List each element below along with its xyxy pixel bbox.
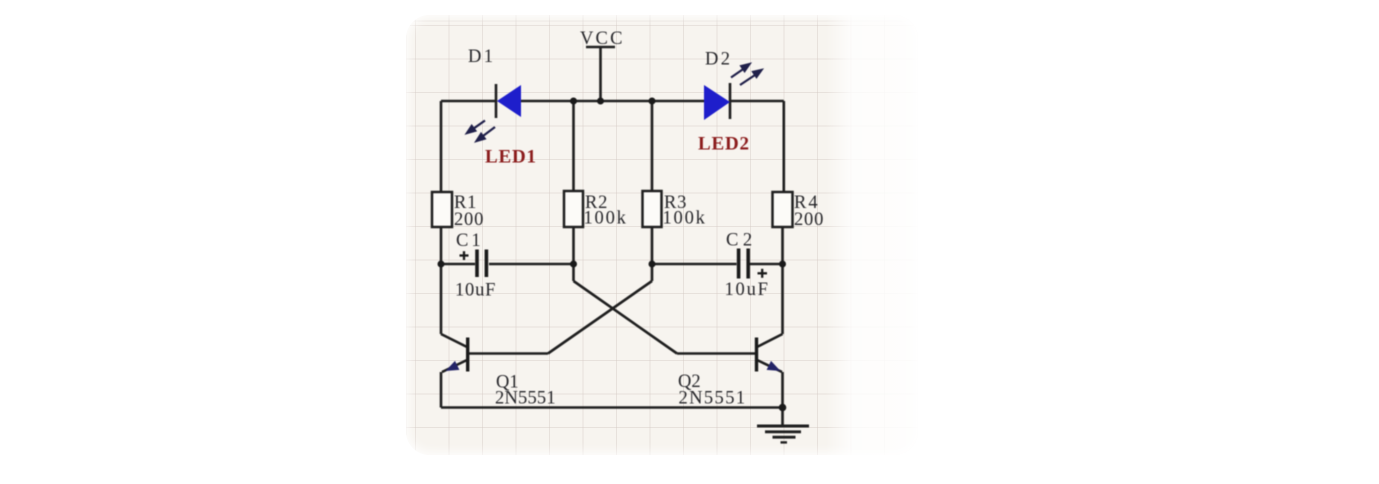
- svg-text:R2: R2: [585, 193, 608, 213]
- svg-text:C2: C2: [726, 231, 757, 251]
- svg-text:Q1: Q1: [496, 373, 519, 393]
- svg-text:2N5551: 2N5551: [679, 389, 747, 409]
- svg-text:200: 200: [454, 210, 484, 230]
- svg-text:R3: R3: [664, 193, 687, 213]
- svg-text:100k: 100k: [663, 209, 707, 229]
- svg-text:LED2: LED2: [698, 134, 750, 155]
- svg-text:10uF: 10uF: [455, 281, 496, 301]
- svg-text:10uF: 10uF: [725, 280, 770, 300]
- svg-text:LED1: LED1: [485, 147, 537, 168]
- svg-text:C1: C1: [456, 231, 484, 251]
- svg-text:R4: R4: [794, 193, 820, 213]
- svg-text:Q2: Q2: [678, 372, 701, 392]
- svg-text:2N5551: 2N5551: [495, 389, 556, 409]
- svg-text:D1: D1: [468, 47, 495, 67]
- svg-text:R1: R1: [454, 193, 477, 213]
- svg-text:VCC: VCC: [580, 29, 625, 49]
- svg-text:100k: 100k: [584, 209, 628, 229]
- svg-text:200: 200: [794, 210, 824, 230]
- svg-text:D2: D2: [705, 50, 732, 70]
